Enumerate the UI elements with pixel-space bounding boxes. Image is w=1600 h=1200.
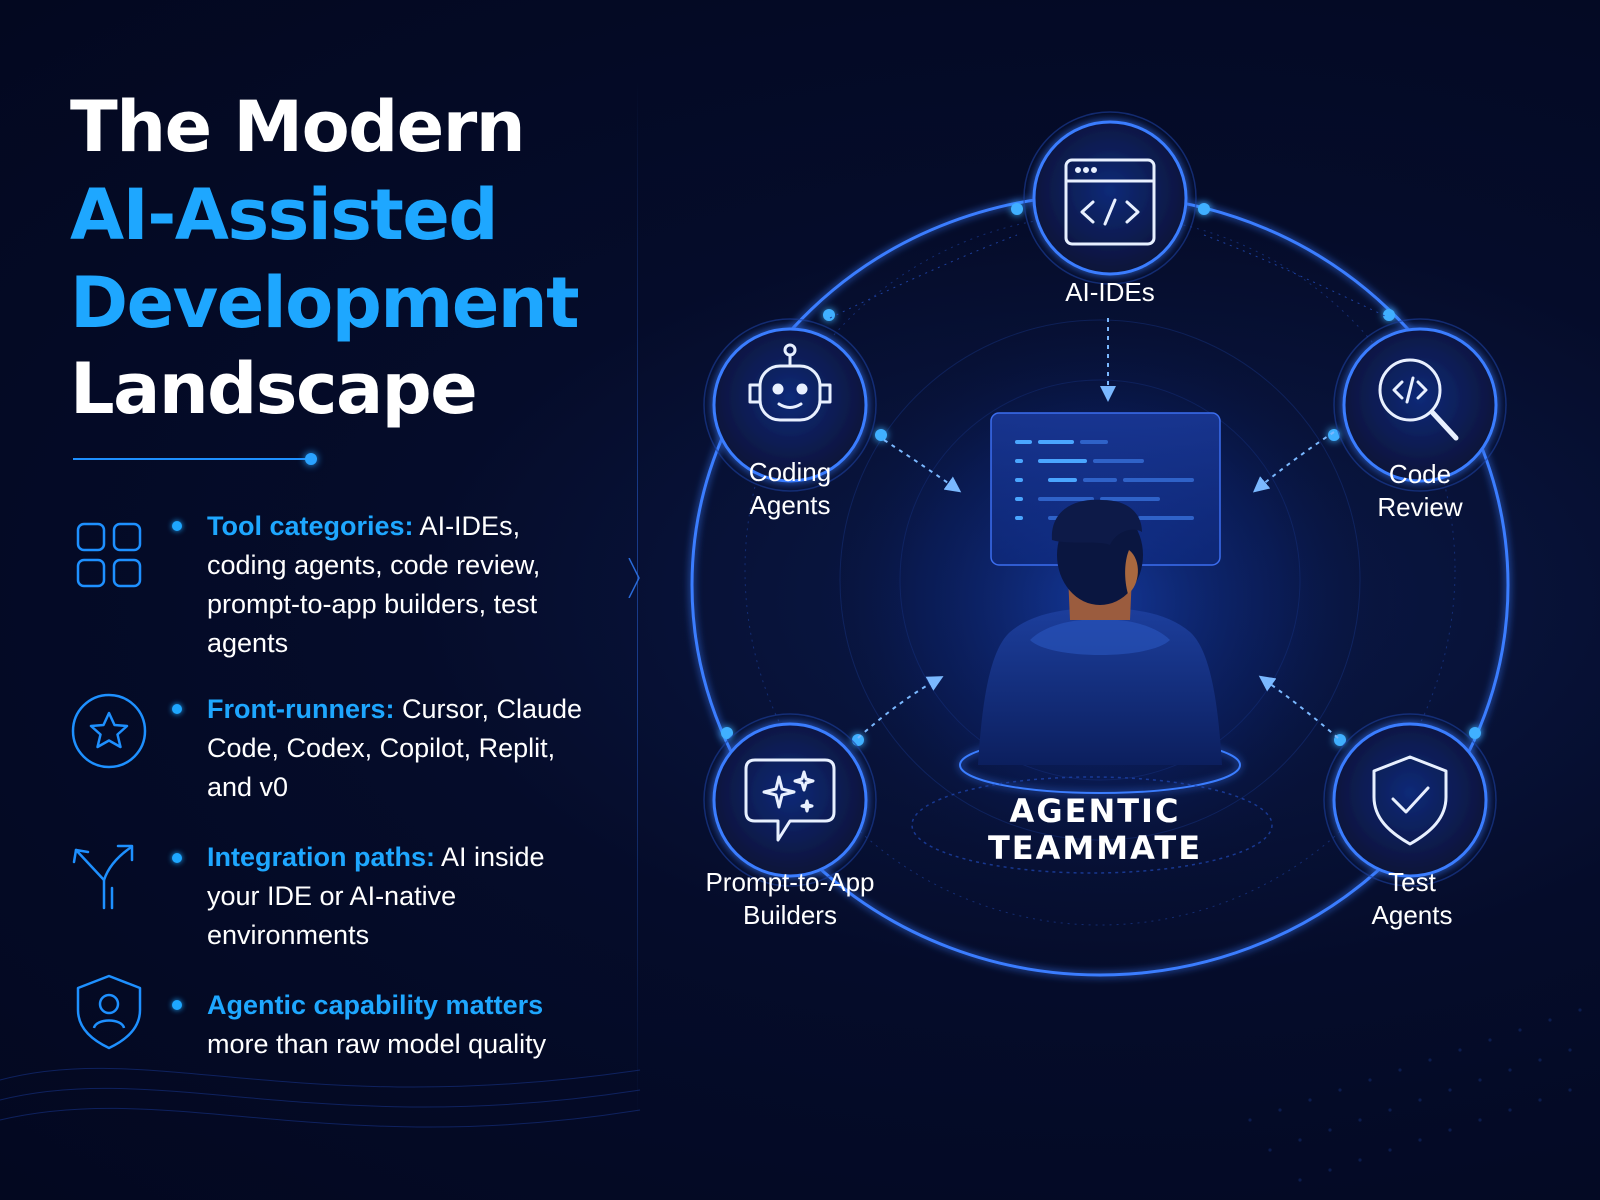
orbit-dots (721, 203, 1481, 746)
node-label-line: Review (1377, 492, 1463, 522)
bullet-head: Agentic capability matters (207, 990, 544, 1020)
node-coding-agents (703, 318, 877, 492)
bullet-tool-categories: Tool categories: AI-IDEs, coding agents,… (207, 507, 587, 663)
node-label-line: Code (1388, 459, 1452, 489)
center-label-line-1: AGENTIC (1009, 792, 1181, 830)
node-label-line: AI-IDEs (1065, 277, 1155, 307)
node-label-ai-ides: AI-IDEs (990, 276, 1230, 309)
grid-icon (76, 522, 142, 588)
robot-icon (748, 343, 832, 422)
title-line-2: AI-Assisted (70, 174, 498, 256)
code-window-icon (1064, 158, 1156, 246)
title-line-4: Landscape (70, 348, 478, 430)
fork-arrow-icon (72, 844, 134, 910)
arrow-test-agents (1258, 675, 1339, 739)
inner-ring (839, 319, 1361, 841)
section-divider (637, 80, 638, 1120)
arrow-prompt-to-app (857, 676, 944, 739)
node-ai-ides (1023, 111, 1197, 285)
hair (1051, 499, 1142, 545)
ear-cheek (1125, 550, 1138, 594)
title-line-3: Development (70, 262, 580, 344)
arrow-code-review (1252, 431, 1335, 493)
node-label-line: Prompt-to-App (705, 867, 875, 897)
node-prompt-to-app (703, 713, 877, 887)
title-underline-dot (305, 453, 317, 465)
arrow-coding-agents (883, 439, 962, 493)
bullet-head: Integration paths: (207, 842, 435, 872)
inner-dotted-ring (744, 214, 1456, 926)
bullet-body: Cursor, Claude Code, Codex, Copilot, Rep… (207, 694, 583, 802)
code-search-icon (1378, 358, 1459, 441)
background-wave-lines (0, 1067, 641, 1128)
node-test-agents (1323, 713, 1497, 887)
bullet-agentic-capability: Agentic capability matters more than raw… (207, 986, 587, 1064)
node-label-line: Test (1388, 867, 1436, 897)
divider-notch (628, 558, 640, 598)
dotted-arc (1203, 234, 1390, 319)
bullet-head: Front-runners: (207, 694, 395, 724)
bullet-integration-paths: Integration paths: AI inside your IDE or… (207, 838, 587, 955)
title-line-1: The Modern (70, 86, 526, 168)
node-label-line: Coding (748, 457, 832, 487)
shield-user-icon (76, 974, 142, 1050)
center-label-line-2: TEAMMATE (987, 829, 1203, 867)
bullet-dot (172, 521, 182, 531)
node-label-line: Builders (743, 900, 837, 930)
label-base-ring (911, 776, 1273, 874)
background-dot-pattern (1248, 1008, 1582, 1182)
hoodie (978, 608, 1222, 765)
inner-ring (899, 379, 1301, 781)
dotted-arc (829, 234, 1018, 319)
node-code-review (1333, 318, 1507, 492)
node-label-line: Agents (1371, 900, 1453, 930)
bullet-body: AI inside your IDE or AI-native environm… (207, 842, 545, 950)
bullet-dot (172, 853, 182, 863)
shield-check-icon (1372, 755, 1448, 846)
bullet-dot (172, 1000, 182, 1010)
connector-arrows (857, 318, 1339, 739)
bullet-dot (172, 704, 182, 714)
hood (1030, 619, 1170, 655)
bullet-body: AI-IDEs, coding agents, code review, pro… (207, 511, 541, 658)
title-underline (73, 458, 313, 460)
bullet-front-runners: Front-runners: Cursor, Claude Code, Code… (207, 690, 587, 807)
chat-sparkle-icon (744, 758, 836, 842)
developer-figure (959, 499, 1241, 794)
bullet-body: more than raw model quality (207, 1029, 547, 1059)
bullet-head: Tool categories: (207, 511, 414, 541)
node-label-line: Agents (749, 490, 831, 520)
star-icon (71, 693, 147, 769)
